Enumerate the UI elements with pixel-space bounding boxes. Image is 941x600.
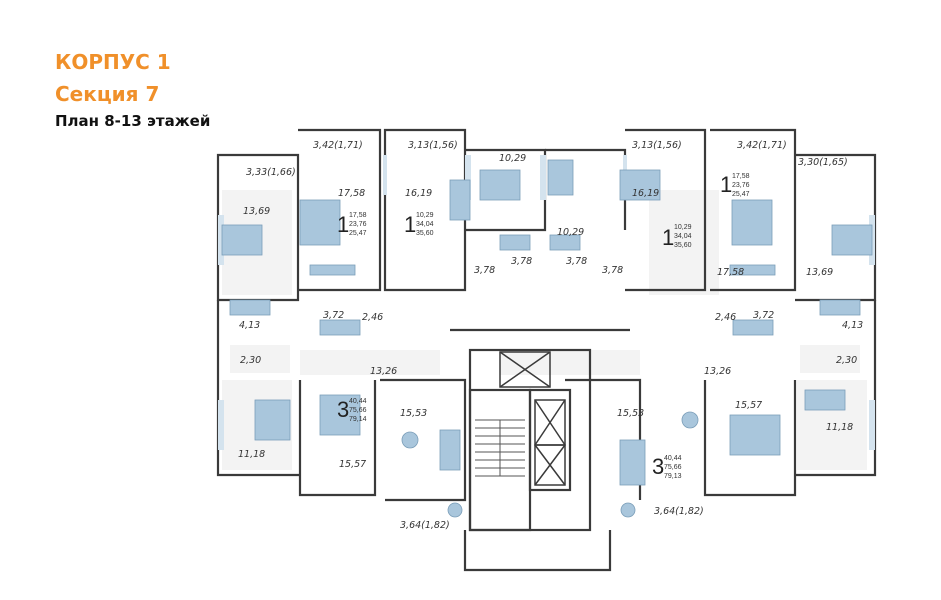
windows xyxy=(218,155,875,450)
room-area-label: 3,78 xyxy=(566,256,587,267)
room-area-label: 15,53 xyxy=(400,408,427,419)
room-area-label: 3,78 xyxy=(511,256,532,267)
unit-area: 79,14 xyxy=(349,416,367,423)
room-area-label: 17,58 xyxy=(717,267,744,278)
balcony-area-label: 3,33(1,66) xyxy=(246,167,296,178)
unit-area: 25,47 xyxy=(349,230,367,237)
room-area-label: 16,19 xyxy=(405,188,432,199)
room-area-label: 10,29 xyxy=(499,153,526,164)
unit-rooms: 1 xyxy=(404,212,416,237)
unit-area: 75,66 xyxy=(349,407,367,414)
room-area-label: 2,30 xyxy=(240,355,261,366)
balcony-area-label: 3,13(1,56) xyxy=(632,140,682,151)
unit-rooms: 1 xyxy=(662,225,674,250)
room-area-label: 17,58 xyxy=(338,188,365,199)
room-area-label: 3,72 xyxy=(323,310,344,321)
unit-area: 17,58 xyxy=(732,173,750,180)
room-area-label: 3,72 xyxy=(753,310,774,321)
room-area-label: 11,18 xyxy=(826,422,853,433)
furniture xyxy=(221,159,873,518)
room-area-label: 4,13 xyxy=(239,320,260,331)
area-labels: 3,42(1,71) 3,13(1,56) 3,13(1,56) 3,42(1,… xyxy=(238,140,863,531)
room-area-label: 2,46 xyxy=(715,312,736,323)
room-area-label: 2,30 xyxy=(836,355,857,366)
room-area-label: 10,29 xyxy=(557,227,584,238)
unit-area: 23,76 xyxy=(349,221,367,228)
unit-area: 75,66 xyxy=(664,464,682,471)
unit-area: 23,76 xyxy=(732,182,750,189)
room-area-label: 13,26 xyxy=(704,366,731,377)
room-area-label: 15,53 xyxy=(617,408,644,419)
unit-area: 10,29 xyxy=(416,212,434,219)
elevators xyxy=(499,351,566,486)
room-area-label: 15,57 xyxy=(735,400,762,411)
balcony-area-label: 3,64(1,82) xyxy=(400,520,450,531)
building-title: КОРПУС 1 xyxy=(55,50,171,74)
room-area-label: 3,78 xyxy=(602,265,623,276)
unit-tag: 1 17,58 23,76 25,47 xyxy=(337,212,367,237)
unit-area: 34,04 xyxy=(416,221,434,228)
unit-rooms: 3 xyxy=(652,454,664,479)
room-area-label: 13,69 xyxy=(243,206,270,217)
unit-tag: 1 17,58 23,76 25,47 xyxy=(720,172,750,198)
stairs xyxy=(475,419,525,477)
unit-area: 40,44 xyxy=(349,398,367,405)
room-area-label: 3,78 xyxy=(474,265,495,276)
unit-area: 40,44 xyxy=(664,455,682,462)
balcony-area-label: 3,42(1,71) xyxy=(737,140,787,151)
unit-area: 79,13 xyxy=(664,473,682,480)
balcony-area-label: 3,30(1,65) xyxy=(798,157,848,168)
room-area-label: 13,26 xyxy=(370,366,397,377)
unit-tag: 1 10,29 34,04 35,60 xyxy=(404,212,434,237)
unit-tag: 3 40,44 75,66 79,13 xyxy=(652,454,682,480)
plan-title: План 8-13 этажей xyxy=(55,112,211,130)
unit-area: 35,60 xyxy=(416,230,434,237)
room-area-label: 4,13 xyxy=(842,320,863,331)
room-area-label: 11,18 xyxy=(238,449,265,460)
unit-area: 17,58 xyxy=(349,212,367,219)
room-area-label: 2,46 xyxy=(362,312,383,323)
balcony-area-label: 3,42(1,71) xyxy=(313,140,363,151)
unit-area: 25,47 xyxy=(732,191,750,198)
balcony-area-label: 3,13(1,56) xyxy=(408,140,458,151)
unit-tag: 1 10,29 34,04 35,60 xyxy=(662,224,692,250)
unit-area: 35,60 xyxy=(674,242,692,249)
balcony-area-label: 3,64(1,82) xyxy=(654,506,704,517)
room-area-label: 16,19 xyxy=(632,188,659,199)
floor-areas xyxy=(222,190,867,470)
unit-rooms: 1 xyxy=(720,172,732,197)
room-area-label: 13,69 xyxy=(806,267,833,278)
room-area-label: 15,57 xyxy=(339,459,366,470)
section-title: Секция 7 xyxy=(55,82,160,106)
walls xyxy=(216,128,877,572)
unit-area: 10,29 xyxy=(674,224,692,231)
unit-area: 34,04 xyxy=(674,233,692,240)
unit-rooms: 3 xyxy=(337,397,349,422)
unit-tag: 3 40,44 75,66 79,14 xyxy=(337,397,367,423)
unit-rooms: 1 xyxy=(337,212,349,237)
